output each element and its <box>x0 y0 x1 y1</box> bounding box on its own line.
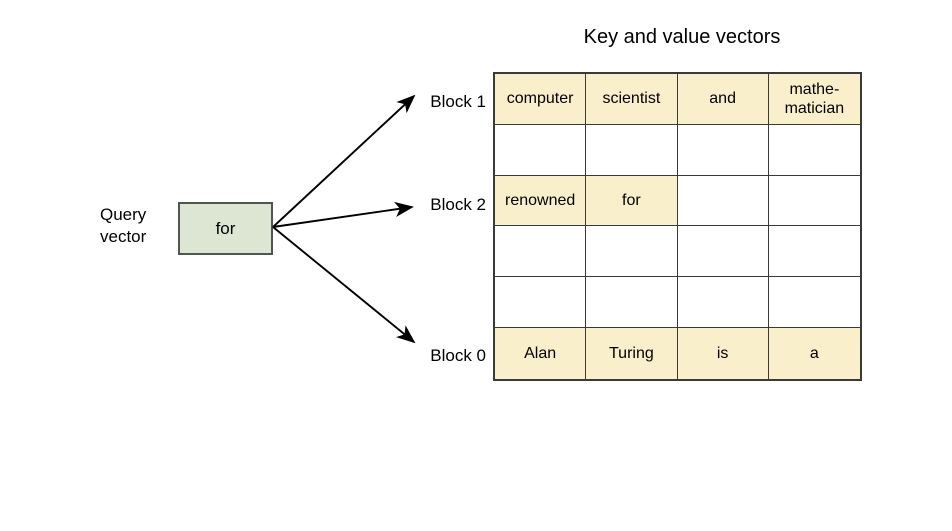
query-vector-box: for <box>178 202 273 255</box>
grid-cell-text: mathe-matician <box>784 80 845 117</box>
grid-cell-r2-c3 <box>768 175 860 227</box>
grid-cell-text: a <box>809 345 819 363</box>
grid-cell-r0-c3: mathe-matician <box>768 74 860 125</box>
grid-cell-r2-c1: for <box>586 175 678 227</box>
grid-cell-r5-c0: Alan <box>495 328 587 379</box>
query-vector-token: for <box>215 218 236 238</box>
grid-cell-r4-c3 <box>768 277 860 329</box>
grid-cell-r1-c0 <box>495 124 587 176</box>
grid-cell-r3-c1 <box>586 226 678 278</box>
grid-cell-r4-c1 <box>586 277 678 329</box>
query-vector-label: Query vector <box>100 204 174 248</box>
grid-cell-r5-c1: Turing <box>586 328 678 379</box>
arrow-to-block-1 <box>272 94 416 228</box>
grid-cell-r0-c1: scientist <box>586 74 678 125</box>
grid-cell-text: scientist <box>602 90 661 108</box>
block-label-block-1: Block 1 <box>430 92 486 111</box>
grid-cell-r3-c3 <box>768 226 860 278</box>
grid-cell-r1-c1 <box>586 124 678 176</box>
arrow-to-block-0 <box>272 226 416 344</box>
grid-cell-r0-c0: computer <box>495 74 587 125</box>
grid-cell-r5-c2: is <box>677 328 769 379</box>
diagram-title: Key and value vectors <box>583 26 781 48</box>
grid-cell-r1-c2 <box>677 124 769 176</box>
grid-cell-r3-c2 <box>677 226 769 278</box>
query-vector-label-line1: Query <box>100 205 147 224</box>
block-label-block-2: Block 2 <box>430 195 486 214</box>
grid-cell-text: is <box>716 345 729 363</box>
key-value-grid: computer scientist and mathe-matician renown… <box>493 72 862 381</box>
arrow-to-block-2 <box>272 201 414 228</box>
grid-cell-r2-c0: renowned <box>495 175 587 227</box>
grid-cell-text: Alan <box>524 345 557 363</box>
grid-cell-r3-c0 <box>495 226 587 278</box>
grid-cell-r4-c0 <box>495 277 587 329</box>
block-label-block-0: Block 0 <box>430 346 486 365</box>
grid-cell-r4-c2 <box>677 277 769 329</box>
grid-cell-r1-c3 <box>768 124 860 176</box>
grid-cell-text: Turing <box>608 345 654 363</box>
grid-cell-r5-c3: a <box>768 328 860 379</box>
grid-cell-r0-c2: and <box>677 74 769 125</box>
grid-cell-r2-c2 <box>677 175 769 227</box>
grid-cell-text: computer <box>506 90 574 108</box>
grid-cell-text: and <box>709 90 736 108</box>
query-vector-label-line2: vector <box>100 227 147 246</box>
grid-cell-text: renowned <box>504 192 576 210</box>
grid-cell-text: for <box>622 192 641 210</box>
